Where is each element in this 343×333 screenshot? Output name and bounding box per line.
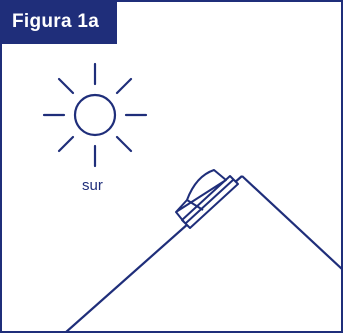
figure-title: Figura 1a [12,11,100,32]
solar-collector-icon [175,169,239,229]
sun-label: sur [82,177,103,194]
sun-icon [42,62,148,168]
figure-title-tab: Figura 1a [2,2,117,44]
